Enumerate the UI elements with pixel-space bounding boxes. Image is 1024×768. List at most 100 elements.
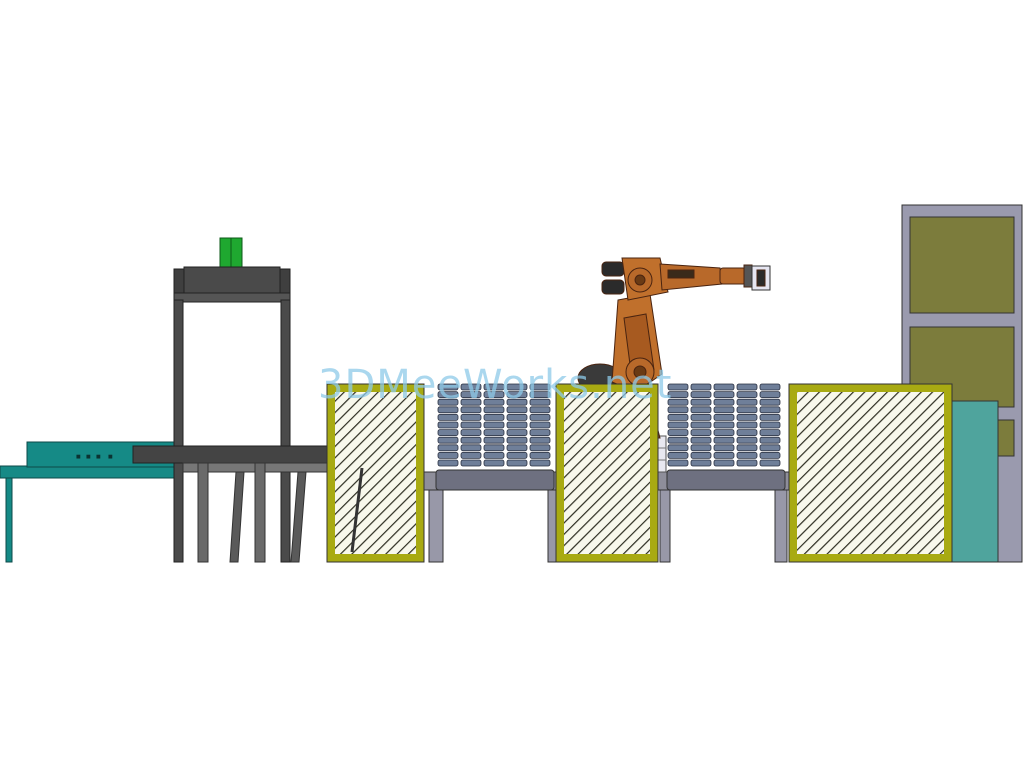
product-layer (437, 451, 459, 459)
product-layer (713, 451, 735, 459)
product-layer (713, 391, 735, 399)
product-layer (460, 429, 482, 437)
product-layer (506, 451, 528, 459)
product-layer (529, 398, 551, 406)
product-layer (690, 413, 712, 421)
infeed-conveyor-labels: ■ ■ ■ ■ (76, 454, 113, 460)
product-layer (483, 451, 505, 459)
product-layer (437, 383, 459, 391)
product-layer (483, 444, 505, 452)
product-layer (483, 436, 505, 444)
product-layer (460, 436, 482, 444)
product-layer (483, 459, 505, 467)
product-layer (506, 429, 528, 437)
product-layer (460, 413, 482, 421)
product-layer (437, 436, 459, 444)
product-layer (667, 429, 689, 437)
product-layer (437, 398, 459, 406)
product-layer (529, 413, 551, 421)
product-layer (667, 383, 689, 391)
product-layer (529, 436, 551, 444)
product-layer (667, 406, 689, 414)
product-layer (483, 406, 505, 414)
product-layer (506, 444, 528, 452)
teal-side-panel (951, 400, 999, 563)
product-layer (437, 391, 459, 399)
product-layer (690, 391, 712, 399)
product-layer (713, 406, 735, 414)
product-layer (506, 421, 528, 429)
product-layer (713, 398, 735, 406)
product-layer (759, 406, 781, 414)
conveyor-label: ■ (86, 454, 91, 460)
product-layer (437, 413, 459, 421)
product-layer (667, 444, 689, 452)
product-layer (529, 406, 551, 414)
product-layer (736, 421, 758, 429)
product-layer (506, 436, 528, 444)
product-layer (437, 406, 459, 414)
product-layer (460, 391, 482, 399)
product-layer (437, 444, 459, 452)
product-layer (483, 429, 505, 437)
product-layer (690, 398, 712, 406)
product-layer (483, 391, 505, 399)
product-layer (529, 451, 551, 459)
product-layer (759, 398, 781, 406)
product-layer (506, 459, 528, 467)
product-layer (713, 444, 735, 452)
product-layer (713, 383, 735, 391)
product-layer (460, 444, 482, 452)
product-layer (690, 421, 712, 429)
cabinet-panel (909, 216, 1015, 314)
product-layer (529, 391, 551, 399)
product-layer (460, 421, 482, 429)
fence-panel-middle (555, 383, 659, 563)
product-layer (667, 451, 689, 459)
conveyor-label: ■ (108, 454, 113, 460)
product-layer (759, 444, 781, 452)
product-layer (506, 383, 528, 391)
product-layer (759, 383, 781, 391)
product-layer (506, 413, 528, 421)
product-layer (437, 429, 459, 437)
product-layer (736, 406, 758, 414)
product-layer (529, 459, 551, 467)
product-layer (460, 459, 482, 467)
product-layer (667, 421, 689, 429)
product-layer (506, 391, 528, 399)
product-layer (460, 383, 482, 391)
product-layer (713, 421, 735, 429)
product-layer (667, 436, 689, 444)
product-layer (460, 398, 482, 406)
product-layer (667, 391, 689, 399)
product-layer (690, 383, 712, 391)
product-layer (483, 383, 505, 391)
product-layer (506, 406, 528, 414)
product-layer (437, 459, 459, 467)
product-layer (736, 413, 758, 421)
gantry-frame (132, 237, 330, 563)
product-layer (483, 413, 505, 421)
product-layer (690, 451, 712, 459)
product-layer (690, 406, 712, 414)
product-layer (759, 413, 781, 421)
conveyor-label: ■ (96, 454, 101, 460)
product-layer (759, 436, 781, 444)
product-layer (667, 413, 689, 421)
safety-fence (326, 383, 953, 563)
product-layer (667, 459, 689, 467)
product-layer (713, 413, 735, 421)
product-layer (667, 398, 689, 406)
product-layer (736, 429, 758, 437)
product-layer (483, 421, 505, 429)
product-layer (529, 383, 551, 391)
product-layer (736, 444, 758, 452)
product-layer (690, 444, 712, 452)
conveyor-label: ■ (76, 454, 81, 460)
product-layer (736, 459, 758, 467)
fence-panel-left (326, 383, 425, 563)
watermark-text: 3DMeeWorks.net (318, 362, 672, 408)
product-layer (690, 459, 712, 467)
product-layer (529, 444, 551, 452)
